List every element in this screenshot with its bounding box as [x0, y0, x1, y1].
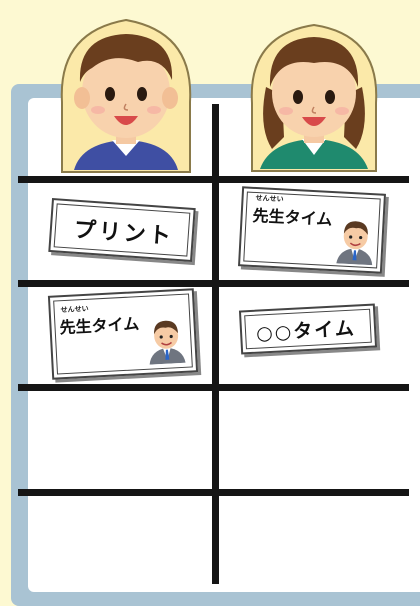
print-card[interactable]: プリント [48, 198, 196, 262]
blank-time-card[interactable]: ○○タイム [238, 303, 378, 355]
teacher-time-card[interactable]: せんせい 先生タイム [238, 186, 386, 274]
teacher-time-label: 先生タイム [59, 314, 140, 338]
girl-avatar-icon [244, 17, 384, 173]
column-divider [212, 104, 219, 584]
teacher-time-card[interactable]: せんせい 先生タイム [47, 288, 199, 380]
blank-time-label: ○○タイム [255, 317, 357, 345]
teacher-icon [334, 215, 377, 269]
teacher-icon [145, 315, 188, 369]
boy-avatar-icon [52, 12, 200, 174]
teacher-time-label: 先生タイム [252, 205, 333, 230]
